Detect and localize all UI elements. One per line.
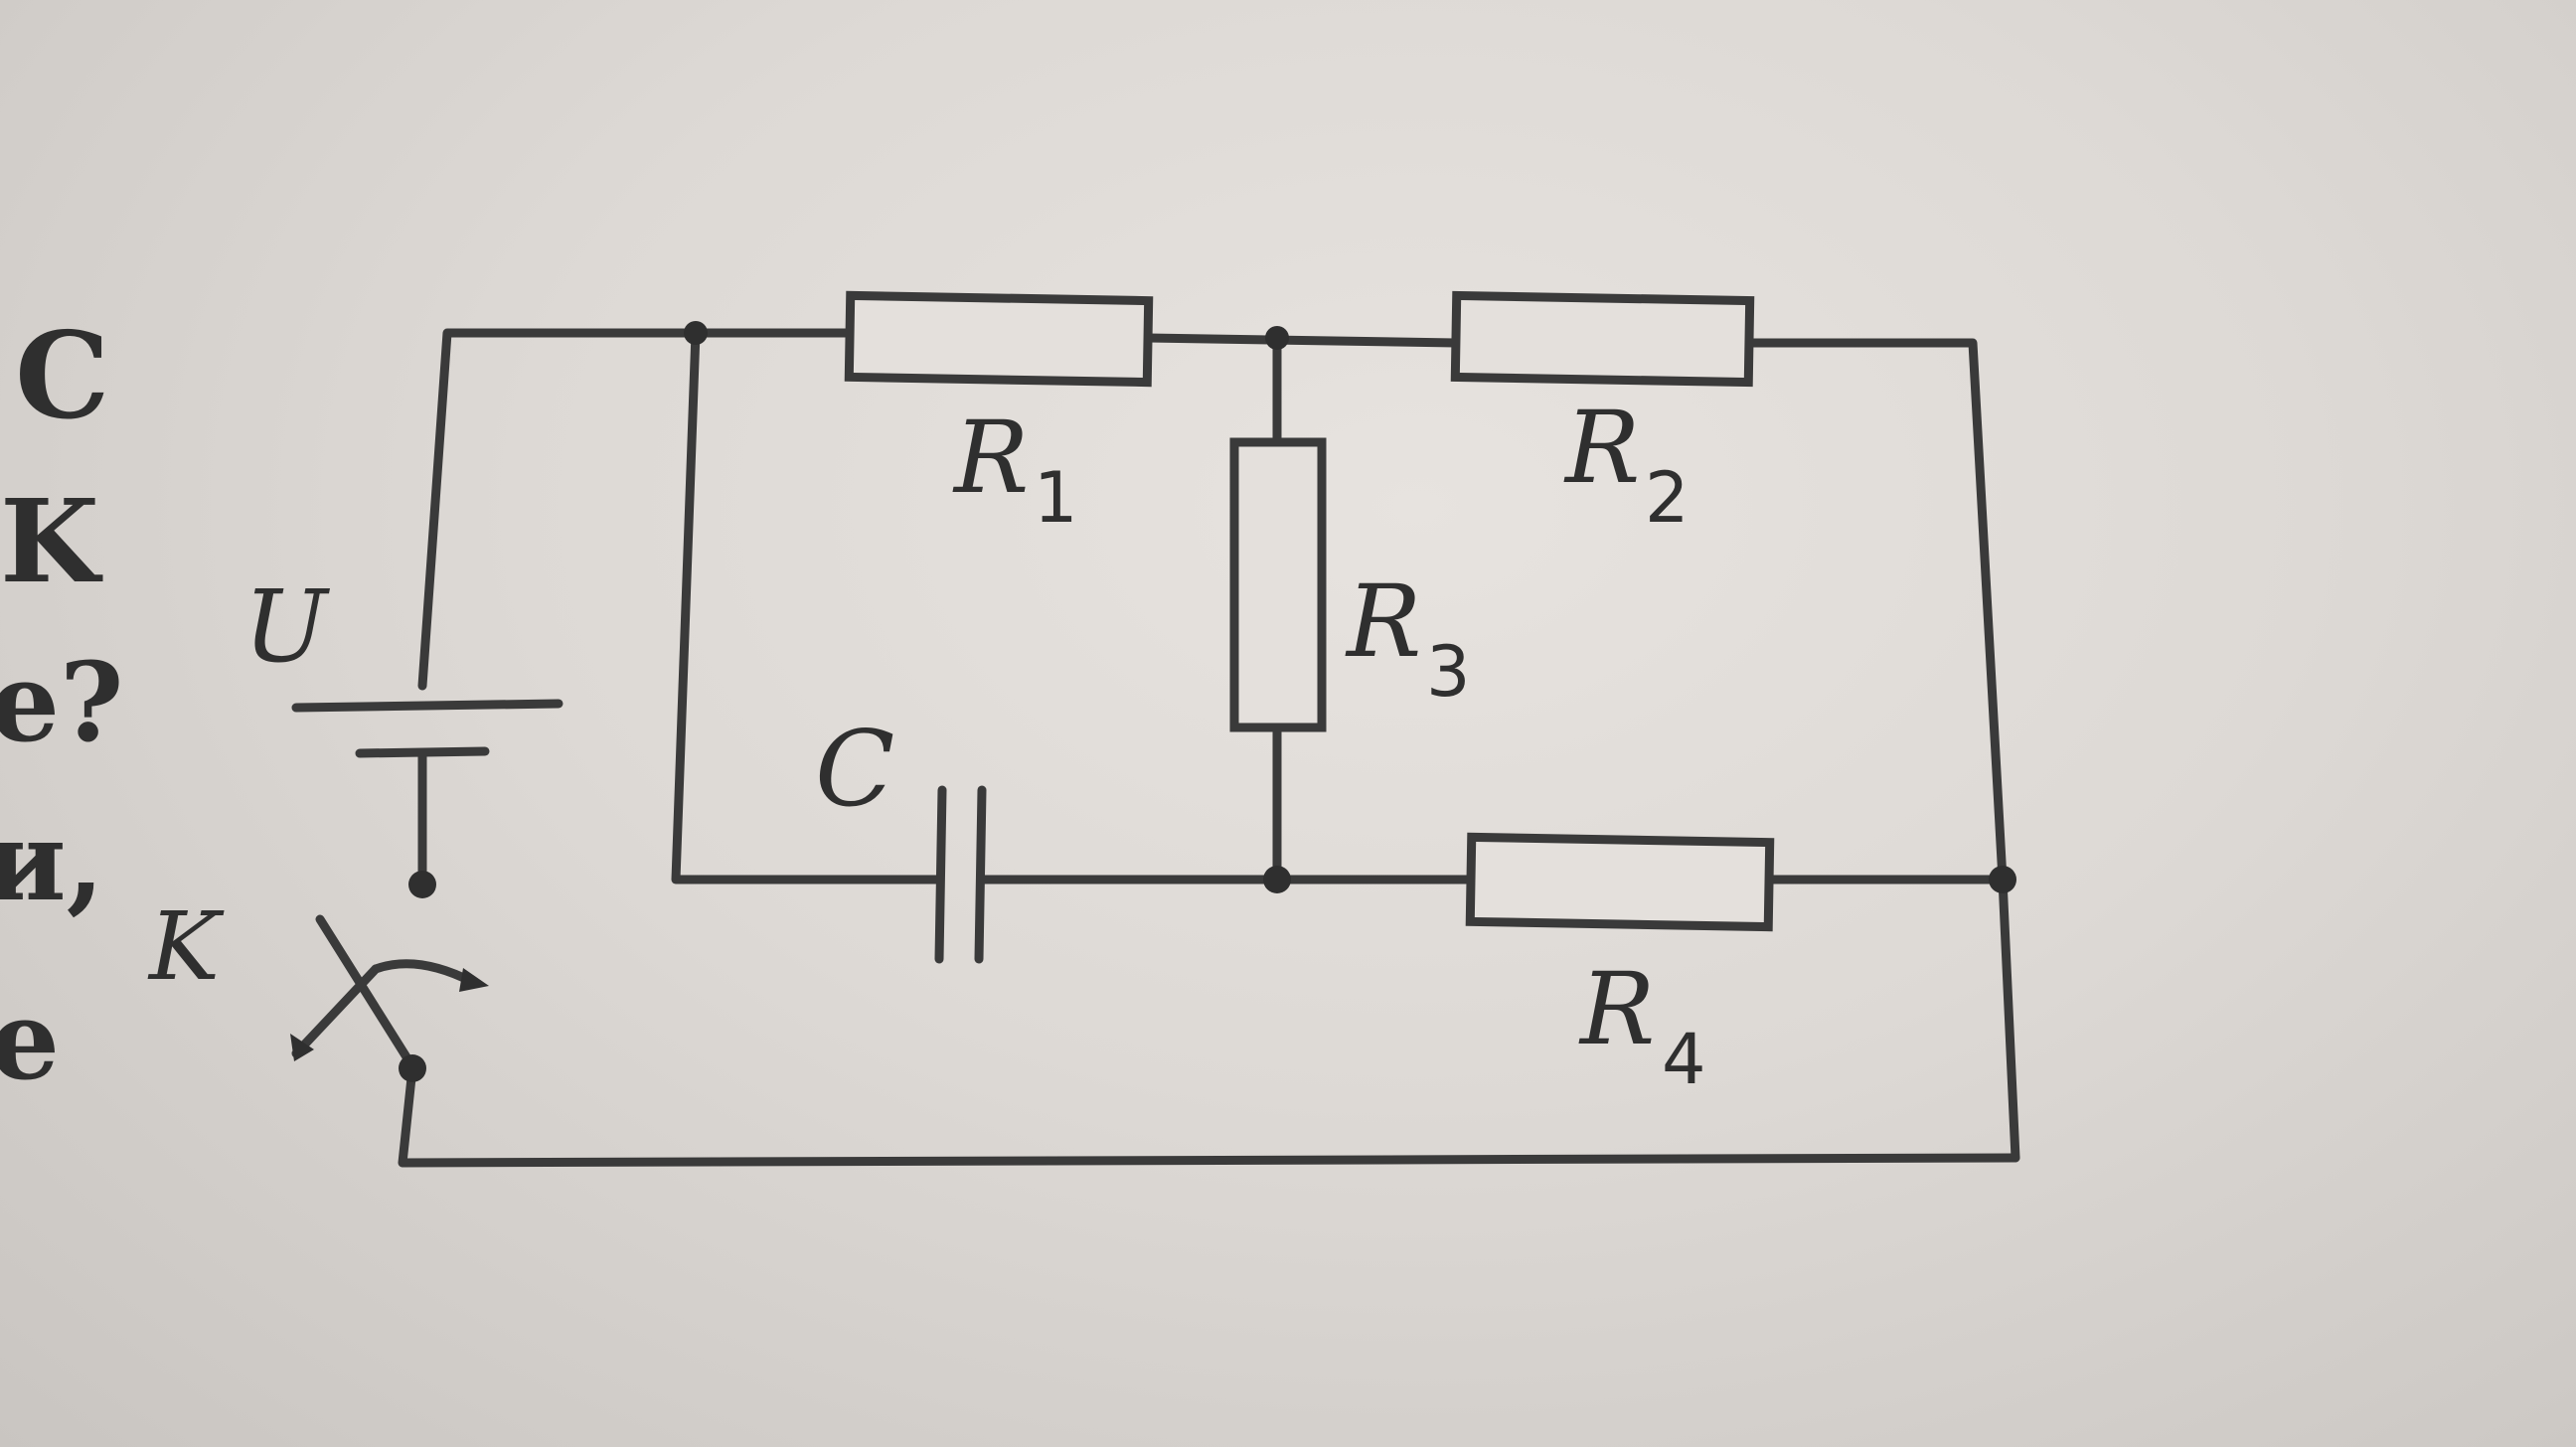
svg-text:R: R xyxy=(1563,390,1640,506)
resistor-r4 xyxy=(1465,832,1775,932)
label-u: U xyxy=(243,568,331,685)
svg-text:R: R xyxy=(1578,951,1655,1067)
resistor-r2 xyxy=(1450,290,1755,388)
node-battery-bottom xyxy=(408,871,436,898)
svg-text:R: R xyxy=(1345,563,1421,680)
label-k: K xyxy=(147,892,225,1002)
label-r3: R 3 xyxy=(1345,563,1471,713)
node-right xyxy=(1989,866,2016,893)
margin-text-2: K xyxy=(0,475,103,609)
switch-arrow-right xyxy=(459,968,489,992)
resistor-r3 xyxy=(1229,437,1327,732)
margin-text-1: C xyxy=(15,306,110,446)
label-r4: R 4 xyxy=(1578,951,1706,1100)
battery-u xyxy=(291,699,564,758)
label-r1: R 1 xyxy=(952,400,1078,539)
margin-text-3: e? xyxy=(0,638,123,766)
wires xyxy=(398,328,2020,1168)
switch-arrow-left xyxy=(290,1034,314,1061)
svg-text:3: 3 xyxy=(1426,631,1471,713)
svg-text:4: 4 xyxy=(1662,1019,1706,1100)
switch-motion-line xyxy=(291,964,381,1058)
margin-text-5: e xyxy=(0,976,60,1104)
capacitor-c xyxy=(934,785,987,964)
switch-arc xyxy=(371,959,477,987)
switch-lever xyxy=(315,914,420,1076)
wire-bottom xyxy=(398,1063,2020,1168)
label-r2: R 2 xyxy=(1563,390,1690,539)
switch-k xyxy=(290,914,489,1076)
label-c: C xyxy=(815,709,894,830)
svg-text:1: 1 xyxy=(1034,457,1078,539)
node-top-middle xyxy=(1265,326,1289,350)
resistor-r1 xyxy=(844,290,1154,388)
node-switch-pivot xyxy=(399,1054,426,1082)
wire-right xyxy=(1744,338,2020,1163)
svg-text:R: R xyxy=(952,400,1029,516)
svg-text:2: 2 xyxy=(1645,457,1690,539)
wire-r1-r2 xyxy=(1143,333,1461,348)
wire-left-inner xyxy=(671,328,944,884)
node-bottom-middle xyxy=(1263,866,1291,893)
wire-top-left xyxy=(417,328,701,691)
node-top-left xyxy=(684,321,708,345)
margin-text-4: и, xyxy=(0,797,104,925)
